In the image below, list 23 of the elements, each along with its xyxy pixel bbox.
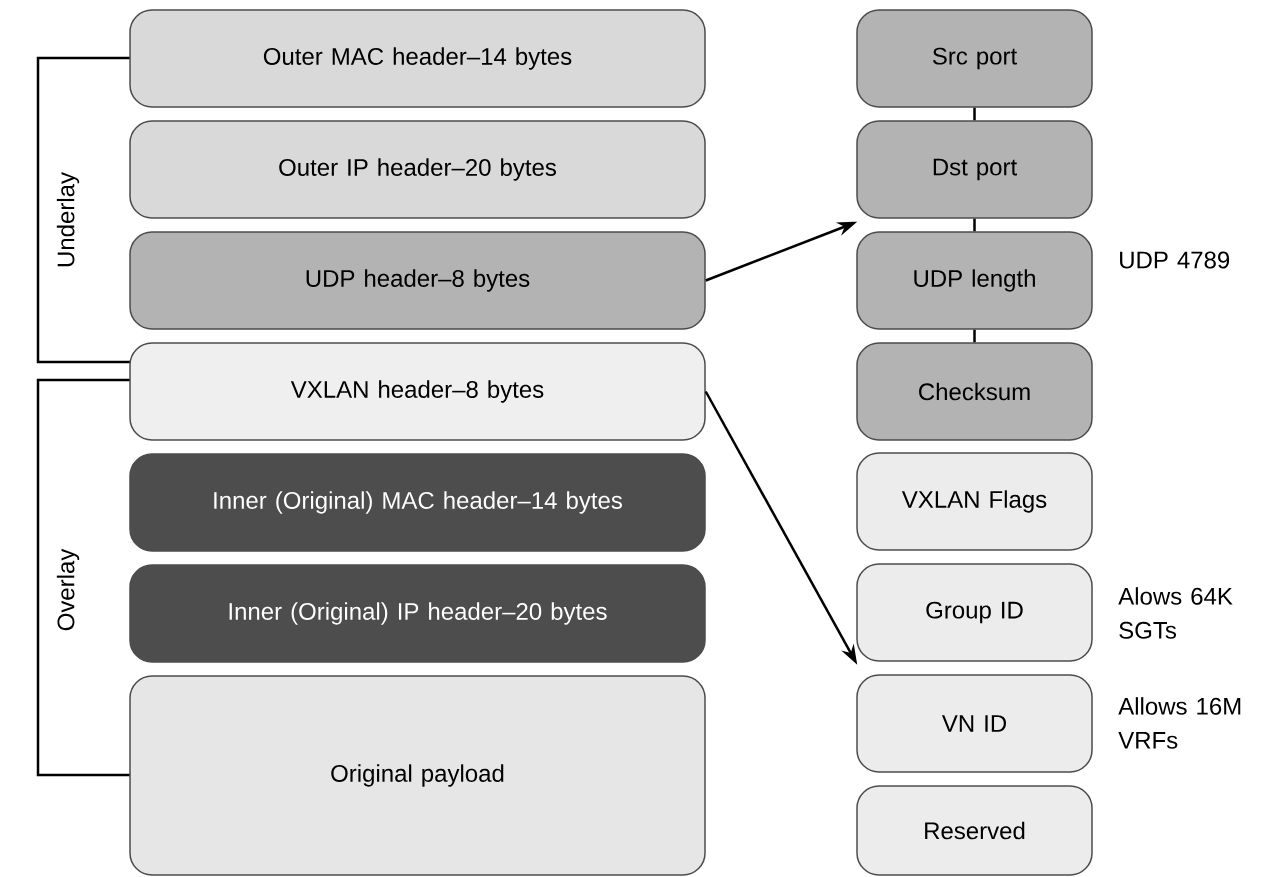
header-field-box: Outer MAC header–14 bytes xyxy=(129,9,706,108)
header-field-box: Checksum xyxy=(856,342,1093,441)
header-field-box: Inner (Original) MAC header–14 bytes xyxy=(129,453,706,552)
annotation: UDP 4789 xyxy=(1120,251,1230,269)
connector-line xyxy=(973,329,976,343)
annotation: Allows 16M VRFs xyxy=(1118,697,1241,749)
connector-line xyxy=(973,107,976,121)
header-field-box: Outer IP header–20 bytes xyxy=(129,120,706,219)
bracket-label: Underlay xyxy=(56,172,80,267)
header-field-box: Inner (Original) IP header–20 bytes xyxy=(129,564,706,663)
header-field-box: UDP header–8 bytes xyxy=(129,231,706,330)
annotation: Alows 64K SGTs xyxy=(1118,587,1233,639)
header-field-box: VXLAN Flags xyxy=(856,452,1093,551)
bracket-label: Overlay xyxy=(56,548,80,631)
header-field-box: UDP length xyxy=(856,231,1093,330)
header-field-box: Original payload xyxy=(129,675,706,876)
header-field-box: Group ID xyxy=(856,563,1093,662)
header-field-box: VXLAN header–8 bytes xyxy=(129,342,706,441)
connector-line xyxy=(973,218,976,232)
header-field-box: Src port xyxy=(856,9,1093,108)
header-field-box: Dst port xyxy=(856,120,1093,219)
header-field-box: Reserved xyxy=(856,785,1093,876)
header-field-box: VN ID xyxy=(856,674,1093,773)
